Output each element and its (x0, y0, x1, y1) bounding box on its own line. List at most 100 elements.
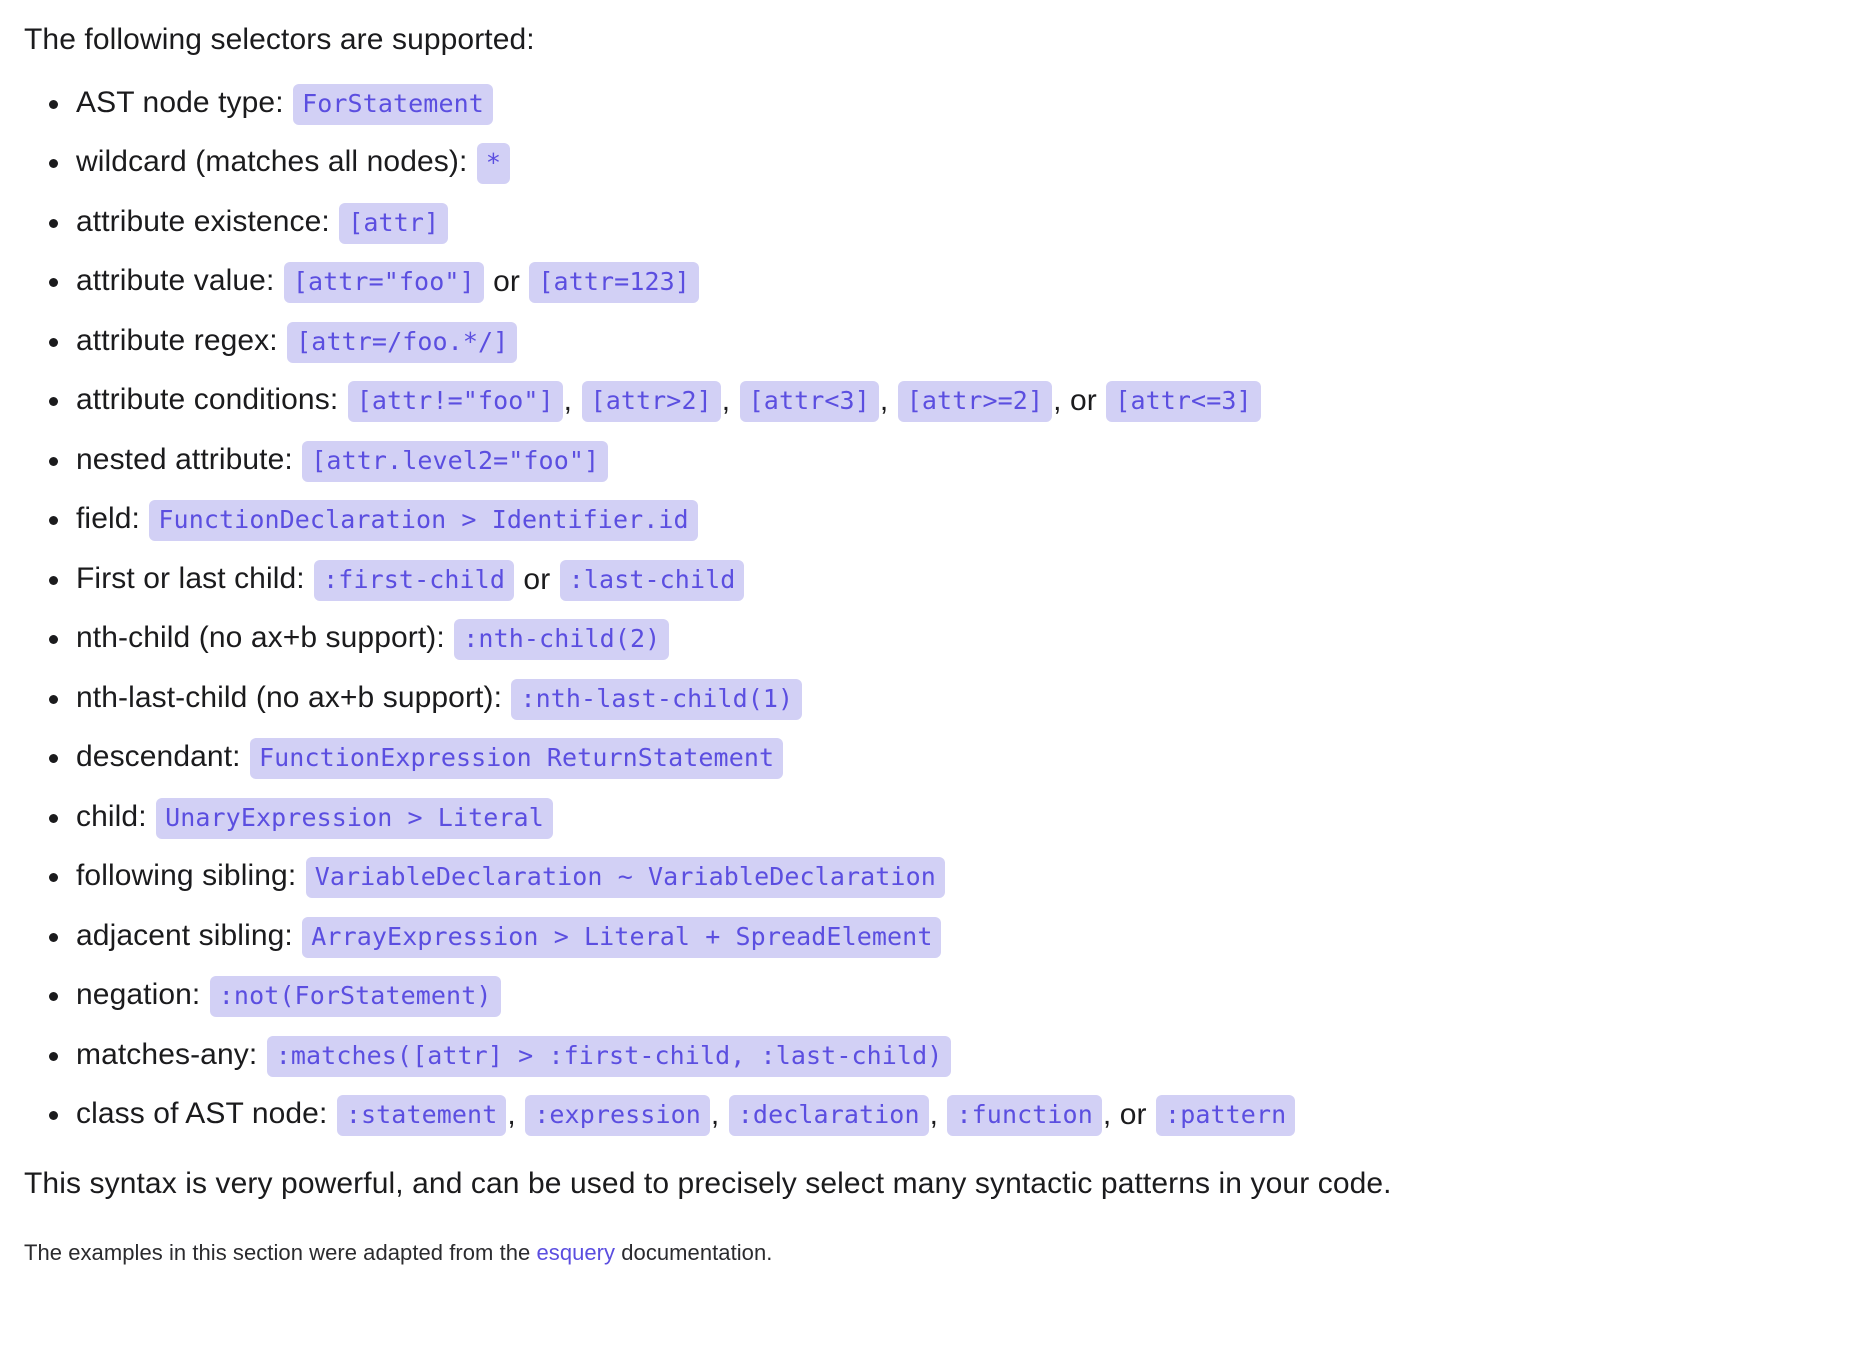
selector-list-item: adjacent sibling: ArrayExpression > Lite… (24, 916, 1827, 958)
bullet-icon (49, 754, 58, 763)
selector-list-item: wildcard (matches all nodes): * (24, 143, 1827, 184)
code-chip: :nth-last-child(1) (511, 678, 803, 720)
selector-item-content: negation: :not(ForStatement) (76, 976, 502, 1017)
closing-paragraph: This syntax is very powerful, and can be… (24, 1167, 1392, 1200)
selector-item-label: matches-any: (76, 1037, 266, 1071)
code-chip: :expression (525, 1095, 710, 1136)
selector-list-item: AST node type: ForStatement (24, 83, 1827, 125)
bullet-icon (49, 218, 58, 228)
esquery-link[interactable]: esquery (536, 1239, 616, 1265)
bullet-icon (49, 992, 58, 1001)
code-chip: :matches([attr] > :first-child, :last-ch… (266, 1035, 952, 1077)
code-chip: [attr!="foo"] (347, 381, 563, 422)
selector-item-label: following sibling: (76, 859, 305, 893)
selector-item-content: AST node type: ForStatement (76, 83, 494, 125)
selector-list-item: attribute value: [attr="foo"] or [attr=1… (24, 262, 1827, 303)
bullet-icon (49, 635, 58, 644)
selector-item-content: child: UnaryExpression > Literal (76, 797, 554, 839)
selector-item-label: negation: (76, 978, 209, 1012)
selector-item-content: adjacent sibling: ArrayExpression > Lite… (76, 916, 942, 958)
selector-item-content: attribute existence: [attr] (76, 202, 449, 244)
code-separator: , (879, 384, 897, 418)
code-separator: , (507, 1098, 525, 1132)
selector-item-label: AST node type: (76, 85, 293, 119)
selector-item-label: class of AST node: (76, 1097, 336, 1131)
code-separator: , or (1053, 384, 1106, 418)
code-chip: :not(ForStatement) (209, 976, 501, 1017)
code-chip: :nth-child(2) (454, 619, 670, 660)
code-chip: UnaryExpression > Literal (156, 797, 553, 839)
selector-list-item: descendant: FunctionExpression ReturnSta… (24, 738, 1827, 779)
code-chip: [attr<=3] (1106, 381, 1261, 422)
code-separator: , (710, 1098, 728, 1132)
selector-item-label: attribute value: (76, 264, 283, 298)
selector-item-content: nth-child (no ax+b support): :nth-child(… (76, 619, 670, 660)
selector-list: AST node type: ForStatement wildcard (mat… (24, 83, 1827, 1136)
bullet-icon (49, 278, 58, 287)
bullet-icon (49, 456, 58, 466)
code-chip: ForStatement (293, 83, 493, 125)
footnote-text-after: documentation. (615, 1239, 773, 1265)
code-chip: FunctionDeclaration > Identifier.id (149, 500, 698, 541)
selector-item-content: class of AST node: :statement, :expressi… (76, 1095, 1296, 1136)
selector-list-item: matches-any: :matches([attr] > :first-ch… (24, 1035, 1827, 1077)
bullet-icon (49, 159, 58, 168)
bullet-icon (49, 397, 58, 406)
selector-item-label: child: (76, 799, 156, 833)
bullet-icon (49, 813, 58, 823)
code-chip: FunctionExpression ReturnStatement (250, 738, 784, 779)
bullet-icon (49, 1051, 58, 1061)
code-chip: [attr>2] (581, 381, 721, 422)
code-chip: VariableDeclaration ~ VariableDeclaratio… (305, 857, 945, 898)
code-separator: , (563, 384, 581, 418)
selector-item-content: attribute regex: [attr=/foo.*/] (76, 321, 518, 363)
selector-item-content: attribute conditions: [attr!="foo"], [at… (76, 381, 1262, 422)
selector-item-content: nested attribute: [attr.level2="foo"] (76, 440, 609, 482)
code-separator: or (514, 563, 559, 596)
selector-item-label: First or last child: (76, 561, 314, 595)
selector-item-content: following sibling: VariableDeclaration ~… (76, 857, 946, 898)
code-chip: [attr=123] (529, 262, 699, 303)
bullet-icon (49, 337, 58, 347)
selector-item-content: attribute value: [attr="foo"] or [attr=1… (76, 262, 700, 303)
selector-list-item: negation: :not(ForStatement) (24, 976, 1827, 1017)
code-chip: :statement (336, 1095, 507, 1136)
selector-item-label: nth-last-child (no ax+b support): (76, 680, 511, 714)
code-chip: [attr=/foo.*/] (287, 321, 518, 363)
code-chip: :last-child (559, 559, 745, 601)
selector-item-content: wildcard (matches all nodes): * (76, 143, 511, 184)
selector-item-label: adjacent sibling: (76, 918, 302, 952)
selector-item-label: wildcard (matches all nodes): (76, 145, 476, 179)
selector-list-item: attribute conditions: [attr!="foo"], [at… (24, 381, 1827, 422)
selector-item-content: field: FunctionDeclaration > Identifier.… (76, 500, 699, 541)
bullet-icon (49, 516, 58, 525)
selector-list-item: nested attribute: [attr.level2="foo"] (24, 440, 1827, 482)
selector-list-item: child: UnaryExpression > Literal (24, 797, 1827, 839)
bullet-icon (49, 694, 58, 704)
code-chip: [attr.level2="foo"] (302, 440, 609, 482)
selector-item-content: First or last child: :first-child or :la… (76, 559, 745, 601)
selector-item-content: matches-any: :matches([attr] > :first-ch… (76, 1035, 952, 1077)
selector-list-item: attribute existence: [attr] (24, 202, 1827, 244)
code-chip: [attr] (339, 202, 449, 244)
bullet-icon (49, 873, 58, 882)
code-separator: , (929, 1098, 947, 1132)
code-chip: [attr<3] (739, 381, 879, 422)
selector-list-item: attribute regex: [attr=/foo.*/] (24, 321, 1827, 363)
bullet-icon (49, 932, 58, 942)
code-chip: [attr>=2] (897, 381, 1053, 422)
selector-item-label: field: (76, 502, 149, 536)
selector-item-label: nested attribute: (76, 442, 302, 476)
selector-list-item: field: FunctionDeclaration > Identifier.… (24, 500, 1827, 541)
code-chip: [attr="foo"] (283, 262, 484, 303)
selector-item-label: attribute conditions: (76, 383, 347, 417)
code-chip: ArrayExpression > Literal + SpreadElemen… (302, 916, 942, 958)
selector-list-item: nth-last-child (no ax+b support): :nth-l… (24, 678, 1827, 720)
code-separator: , or (1102, 1098, 1156, 1132)
code-chip: * (476, 143, 510, 184)
selector-list-item: nth-child (no ax+b support): :nth-child(… (24, 619, 1827, 660)
code-separator: or (484, 265, 529, 299)
footnote-paragraph: The examples in this section were adapte… (24, 1236, 1827, 1269)
selector-list-item: following sibling: VariableDeclaration ~… (24, 857, 1827, 898)
